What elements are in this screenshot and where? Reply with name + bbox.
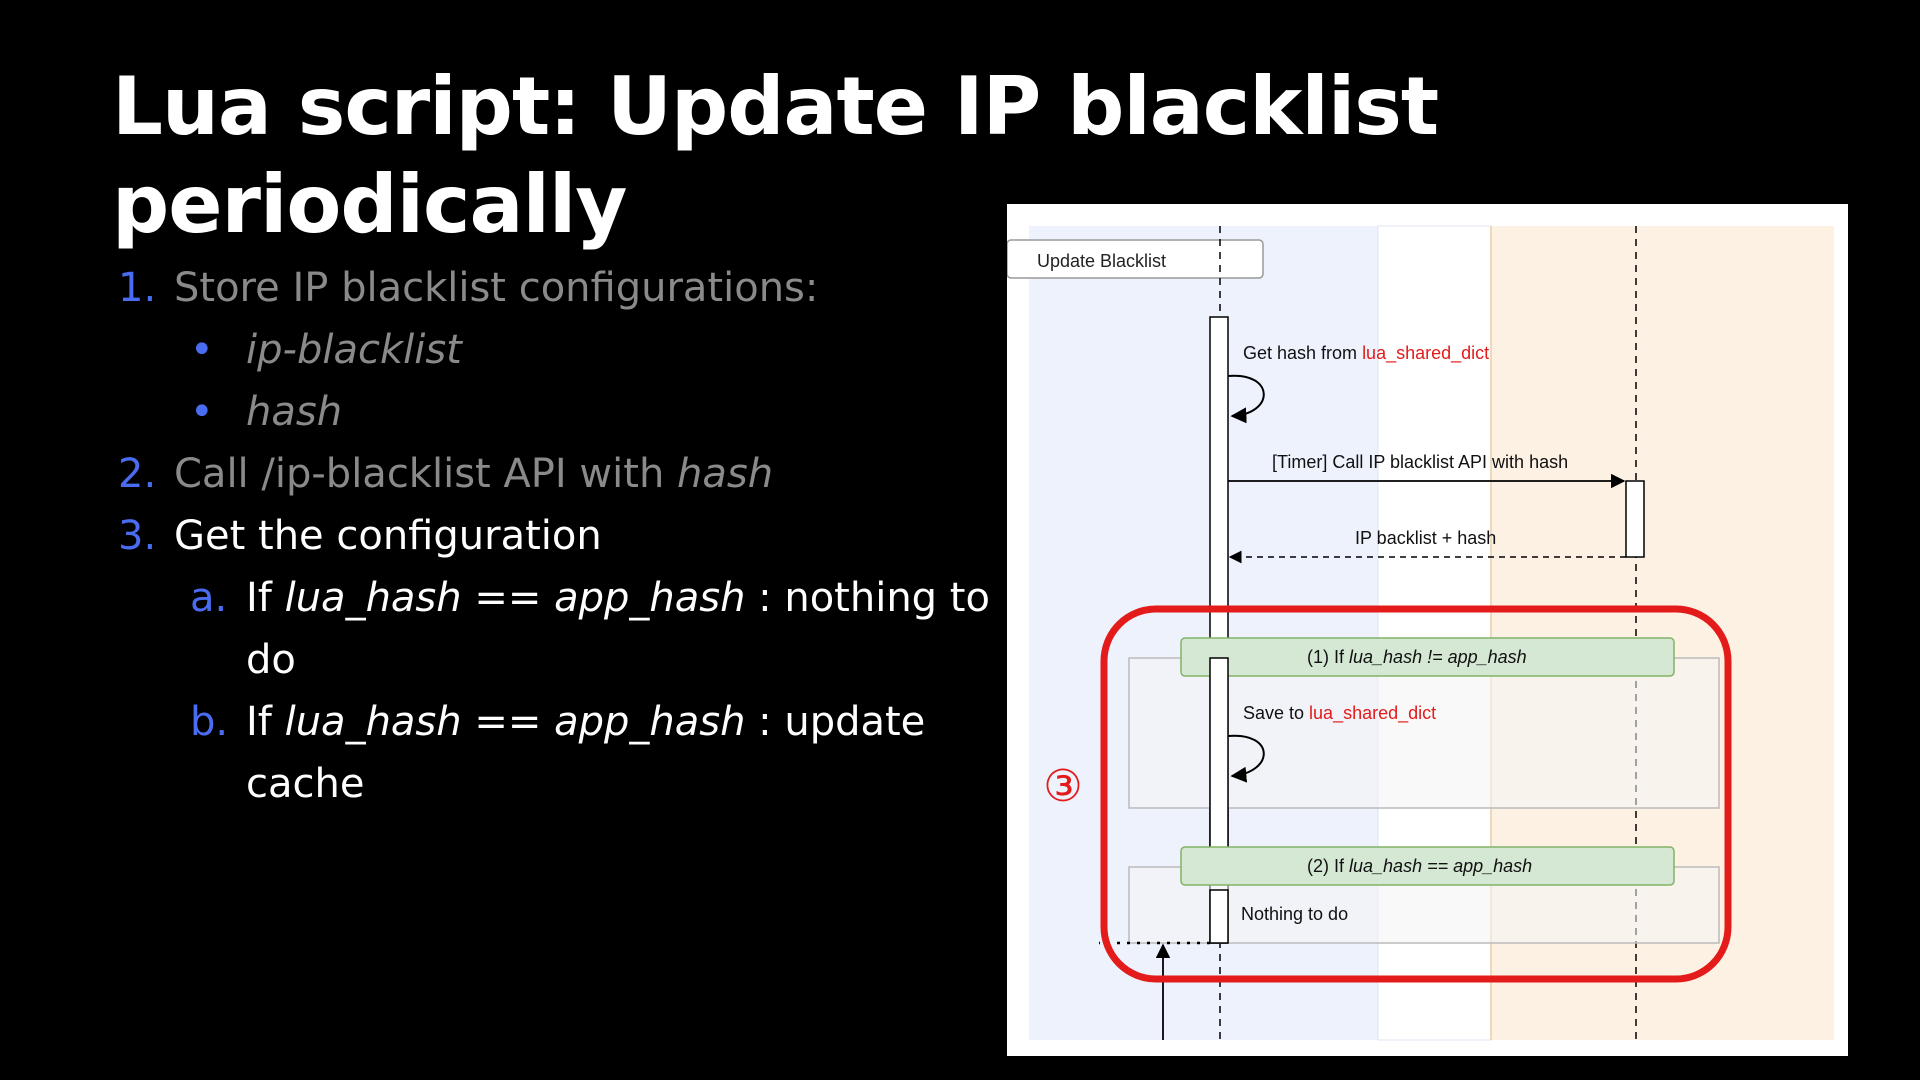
step-1-bullet-hash: • hash <box>190 388 342 436</box>
timer-call-label: [Timer] Call IP blacklist API with hash <box>1272 452 1568 472</box>
step-3b-text: If lua_hash == app_hash : update <box>246 698 925 746</box>
condition-label-1: (1) If lua_hash != app_hash <box>1307 647 1527 667</box>
get-hash-label: Get hash from lua_shared_dict <box>1243 343 1489 364</box>
step-3a: a. If lua_hash == app_hash : nothing to <box>190 574 990 622</box>
step-3b-letter: b. <box>190 699 229 745</box>
condition-header-1 <box>1180 637 1675 677</box>
step-1: 1. Store IP blacklist configurations: <box>118 264 818 312</box>
step-1-number: 1. <box>118 265 157 311</box>
step-3b-prefix: If <box>246 699 285 745</box>
step-3a-continuation: do <box>246 637 296 683</box>
step-3b: b. If lua_hash == app_hash : update <box>190 698 925 746</box>
header-box <box>1007 239 1264 279</box>
step-1-bullet-ip-blacklist: • ip-blacklist <box>190 326 462 374</box>
self-call-arrow-get <box>1227 374 1265 424</box>
condition-label-2: (2) If lua_hash == app_hash <box>1307 856 1532 876</box>
slide-title: Lua script: Update IP blacklist periodic… <box>112 58 1452 254</box>
header-label: Update Blacklist <box>1037 251 1166 271</box>
bullet-marker: • <box>190 327 214 373</box>
step-3-highlight <box>1100 605 1732 983</box>
step-3-number: 3. <box>118 513 157 559</box>
step-3a-prefix: If <box>246 575 285 621</box>
nothing-to-do-label: Nothing to do <box>1241 904 1348 924</box>
step-3a-letter: a. <box>190 575 228 621</box>
step-3-annotation: ③ <box>1043 761 1083 812</box>
bullet-marker: • <box>190 389 214 435</box>
bullet-text: hash <box>246 389 343 435</box>
slide-title-line2: periodically <box>112 158 627 251</box>
step-2-text-italic: hash <box>677 451 774 497</box>
step-1-text: Store IP blacklist configurations: <box>174 265 819 311</box>
condition-header-2 <box>1180 846 1675 886</box>
self-call-arrow-save <box>1227 734 1265 783</box>
activation-app <box>1625 480 1645 558</box>
sequence-diagram-panel: Update Blacklist Get hash from lua_share… <box>1007 204 1848 1056</box>
bullet-text: ip-blacklist <box>246 327 462 373</box>
sequence-diagram: Update Blacklist Get hash from lua_share… <box>1007 225 1834 1041</box>
step-2-text: Call /ip-blacklist API with hash <box>174 450 773 498</box>
step-3-text: Get the configuration <box>174 513 602 559</box>
step-3a-expression: lua_hash == app_hash <box>284 575 746 621</box>
step-3: 3. Get the configuration <box>118 512 602 560</box>
step-2-text-plain: Call /ip-blacklist API with <box>174 451 678 497</box>
save-to-label: Save to lua_shared_dict <box>1243 703 1436 724</box>
slide-title-line1: Lua script: Update IP blacklist <box>112 60 1439 153</box>
step-3a-suffix: : nothing to <box>745 575 990 621</box>
step-2: 2. Call /ip-blacklist API with hash <box>118 450 773 498</box>
step-3a-text: If lua_hash == app_hash : nothing to <box>246 574 990 622</box>
step-3b-expression: lua_hash == app_hash <box>284 699 746 745</box>
step-2-number: 2. <box>118 451 157 497</box>
step-3b-continuation: cache <box>246 761 365 807</box>
activation-lua-over-2 <box>1209 889 1229 944</box>
backlist-hash-label: IP backlist + hash <box>1355 528 1496 548</box>
step-3b-suffix: : update <box>745 699 926 745</box>
